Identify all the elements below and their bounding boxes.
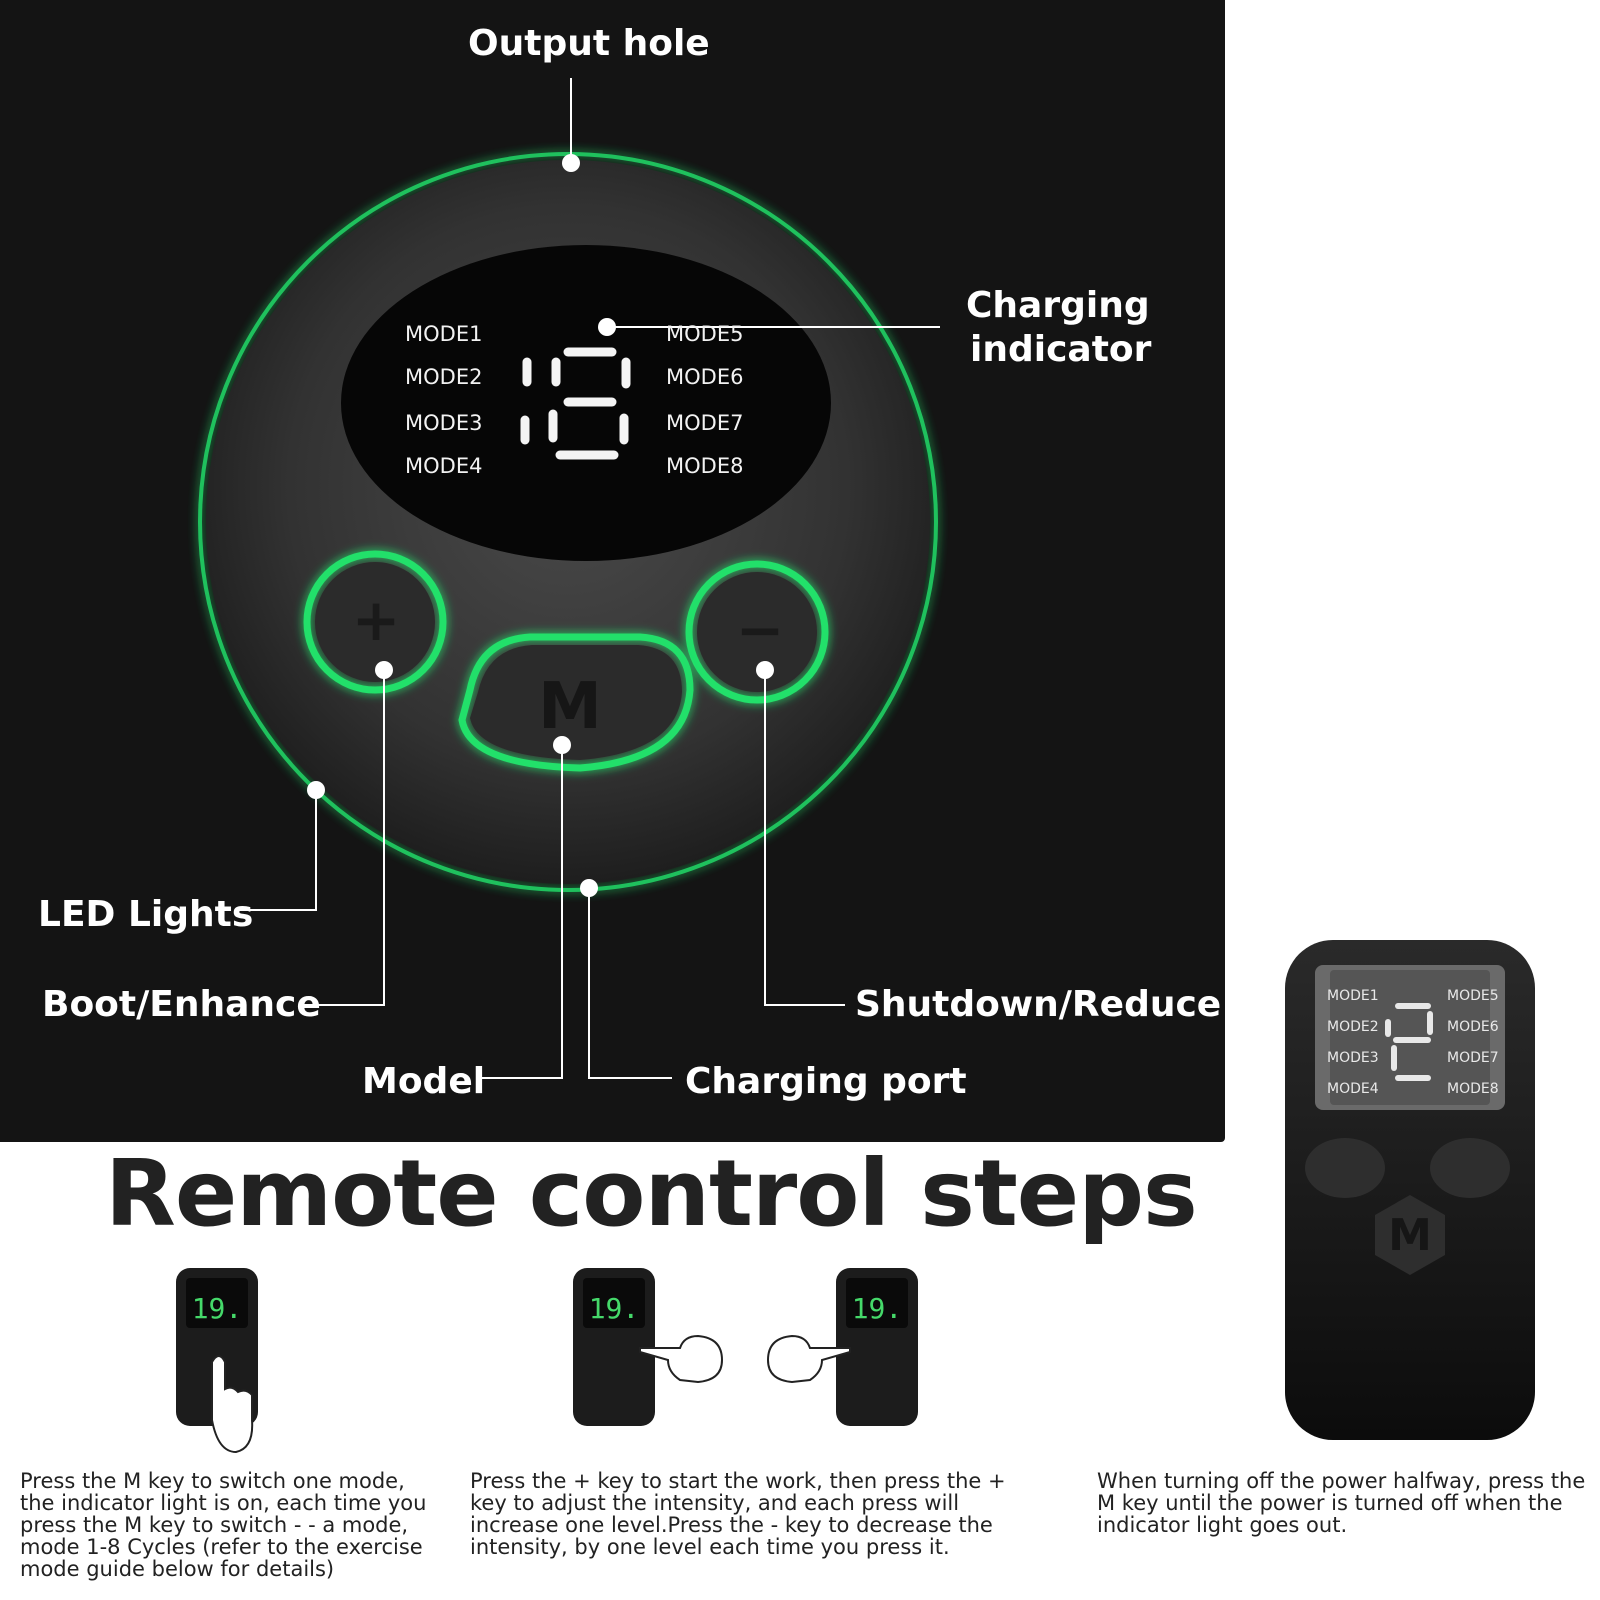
callout-boot-enhance: Boot/Enhance	[42, 984, 321, 1025]
remote-mode-label: MODE6	[1447, 1019, 1499, 1035]
remote-m-button	[1375, 1195, 1445, 1275]
remote-mode-label: MODE8	[1447, 1081, 1499, 1097]
step1-illustration: 19.	[176, 1268, 258, 1454]
svg-text:M: M	[538, 670, 602, 744]
remote-mode-label: MODE2	[1327, 1019, 1379, 1035]
callout-output-hole: Output hole	[468, 23, 710, 64]
remote-mode-label: MODE4	[1327, 1081, 1379, 1097]
lcd-mode-label: MODE1	[405, 322, 482, 346]
callout-charging-indicator-line2: indicator	[970, 329, 1152, 370]
pointing-hand-icon	[211, 1355, 254, 1454]
callout-model: Model	[362, 1061, 486, 1102]
lcd-mode-label: MODE6	[666, 365, 743, 389]
step3-description: When turning off the power halfway, pres…	[1097, 1469, 1586, 1537]
lcd-mode-label: MODE5	[666, 322, 743, 346]
remote-minus-button	[1430, 1138, 1510, 1198]
remote-mode-label: MODE7	[1447, 1050, 1499, 1066]
callout-led-lights: LED Lights	[38, 894, 254, 935]
svg-text:+: +	[352, 586, 401, 654]
remote-plus-button	[1305, 1138, 1385, 1198]
callout-dots	[307, 154, 774, 897]
step1-description: Press the M key to switch one mode, the …	[20, 1469, 427, 1581]
svg-text:19.: 19.	[852, 1292, 903, 1325]
svg-text:19.: 19.	[192, 1292, 243, 1325]
svg-text:M: M	[1388, 1210, 1432, 1261]
plus-button: +	[303, 550, 447, 694]
lcd-mode-label: MODE4	[405, 454, 482, 478]
massager-device: + − M	[198, 152, 938, 892]
lcd-mode-label: MODE3	[405, 411, 482, 435]
step2-description: Press the + key to start the work, then …	[470, 1469, 1006, 1559]
svg-text:−: −	[736, 596, 785, 664]
lcd-mode-label: MODE7	[666, 411, 743, 435]
pointing-hand-icon	[766, 1334, 851, 1384]
remote-large: M	[1285, 940, 1535, 1440]
lcd-mode-label: MODE2	[405, 365, 482, 389]
remote-digit	[1385, 1003, 1433, 1081]
led-ring	[198, 152, 938, 892]
callout-lines	[237, 78, 940, 1079]
minus-button: −	[685, 560, 829, 704]
remote-mode-label: MODE1	[1327, 988, 1379, 1004]
callout-shutdown-reduce: Shutdown/Reduce	[855, 984, 1222, 1025]
callout-charging-indicator-line1: Charging	[966, 285, 1150, 326]
pointing-hand-icon	[639, 1334, 724, 1384]
remote-mode-label: MODE3	[1327, 1050, 1379, 1066]
steps-title: Remote control steps	[105, 1140, 1198, 1247]
lcd-mode-label: MODE8	[666, 454, 743, 478]
step2-illustration: 19. 19.	[573, 1268, 918, 1426]
m-button: M	[458, 633, 694, 772]
svg-text:19.: 19.	[589, 1292, 640, 1325]
lcd-digit	[520, 347, 631, 460]
callout-charging-port: Charging port	[685, 1061, 967, 1102]
remote-mode-label: MODE5	[1447, 988, 1499, 1004]
